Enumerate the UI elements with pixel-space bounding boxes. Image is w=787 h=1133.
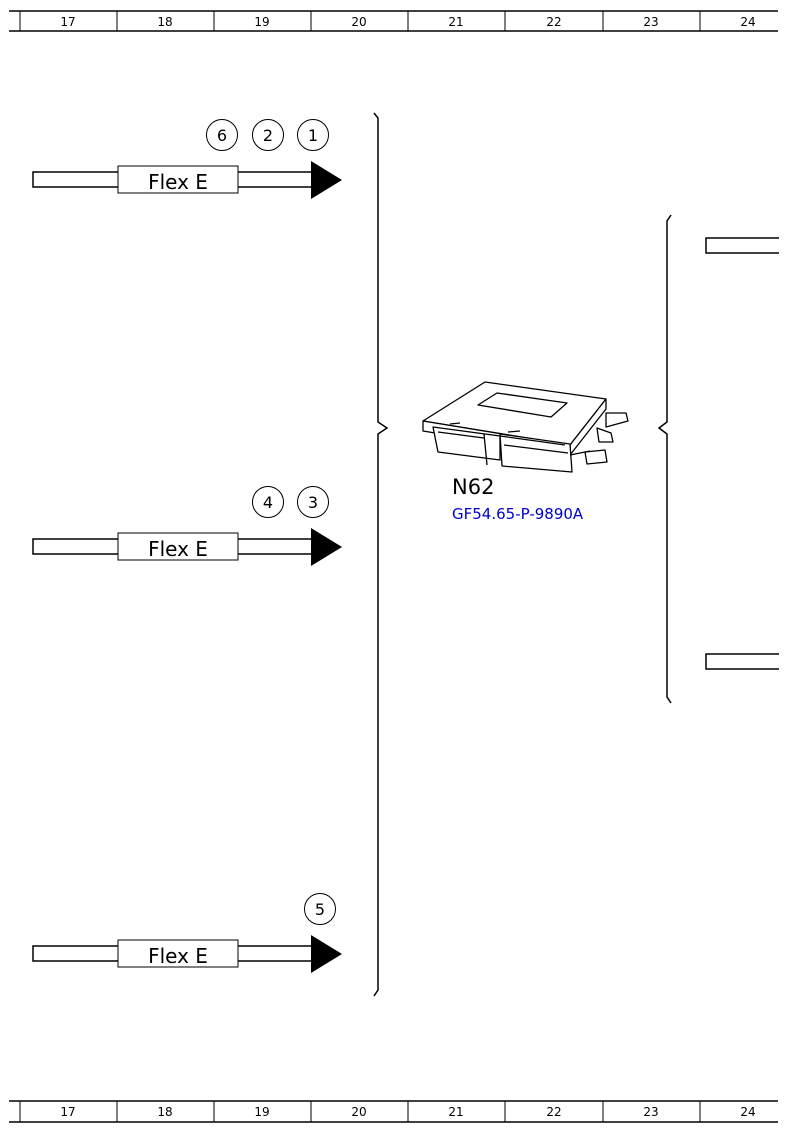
arrow-right-icon — [311, 161, 342, 199]
ruler-label: 20 — [351, 15, 366, 29]
ruler-label: 17 — [60, 1105, 75, 1119]
ruler-label: 21 — [448, 15, 463, 29]
ruler-label: 22 — [546, 1105, 561, 1119]
marker-2: 2 — [252, 119, 284, 151]
marker-number: 1 — [308, 126, 318, 145]
flex-e-connector-1[interactable]: Flex E — [32, 161, 342, 199]
ruler-label: 24 — [740, 15, 755, 29]
connector-2-markers: 4 3 — [252, 486, 329, 518]
marker-3: 3 — [297, 486, 329, 518]
flex-e-connector-2[interactable]: Flex E — [32, 528, 342, 566]
component-reference-link[interactable]: GF54.65-P-9890A — [452, 505, 584, 523]
arrow-right-icon — [311, 935, 342, 973]
top-ruler-labels: 17 18 19 20 21 22 23 24 — [60, 15, 755, 29]
right-brace — [657, 214, 672, 704]
marker-5: 5 — [304, 893, 336, 925]
component-code: N62 — [452, 475, 494, 499]
flex-e-connector-3[interactable]: Flex E — [32, 935, 342, 973]
arrow-right-icon — [311, 528, 342, 566]
marker-number: 5 — [315, 900, 325, 919]
control-unit-icon[interactable] — [422, 381, 629, 473]
flex-e-label: Flex E — [148, 944, 208, 968]
flex-e-label: Flex E — [148, 170, 208, 194]
ruler-label: 21 — [448, 1105, 463, 1119]
flex-e-label: Flex E — [148, 537, 208, 561]
marker-number: 6 — [217, 126, 227, 145]
right-wire-top — [705, 237, 787, 254]
marker-number: 3 — [308, 493, 318, 512]
marker-number: 4 — [263, 493, 273, 512]
ruler-label: 22 — [546, 15, 561, 29]
marker-1: 1 — [297, 119, 329, 151]
ruler-label: 24 — [740, 1105, 755, 1119]
bottom-ruler-labels: 17 18 19 20 21 22 23 24 — [60, 1105, 755, 1119]
marker-4: 4 — [252, 486, 284, 518]
top-ruler — [9, 10, 778, 32]
ruler-label: 23 — [643, 15, 658, 29]
ruler-label: 19 — [254, 15, 269, 29]
left-brace — [373, 112, 389, 997]
connector-3-markers: 5 — [304, 893, 336, 925]
ruler-label: 19 — [254, 1105, 269, 1119]
connector-1-markers: 6 2 1 — [206, 119, 329, 151]
bottom-ruler — [9, 1100, 778, 1123]
ruler-label: 17 — [60, 15, 75, 29]
marker-6: 6 — [206, 119, 238, 151]
ruler-label: 18 — [157, 1105, 172, 1119]
right-wire-bottom — [705, 653, 787, 670]
ruler-label: 18 — [157, 15, 172, 29]
ruler-label: 20 — [351, 1105, 366, 1119]
ruler-label: 23 — [643, 1105, 658, 1119]
marker-number: 2 — [263, 126, 273, 145]
